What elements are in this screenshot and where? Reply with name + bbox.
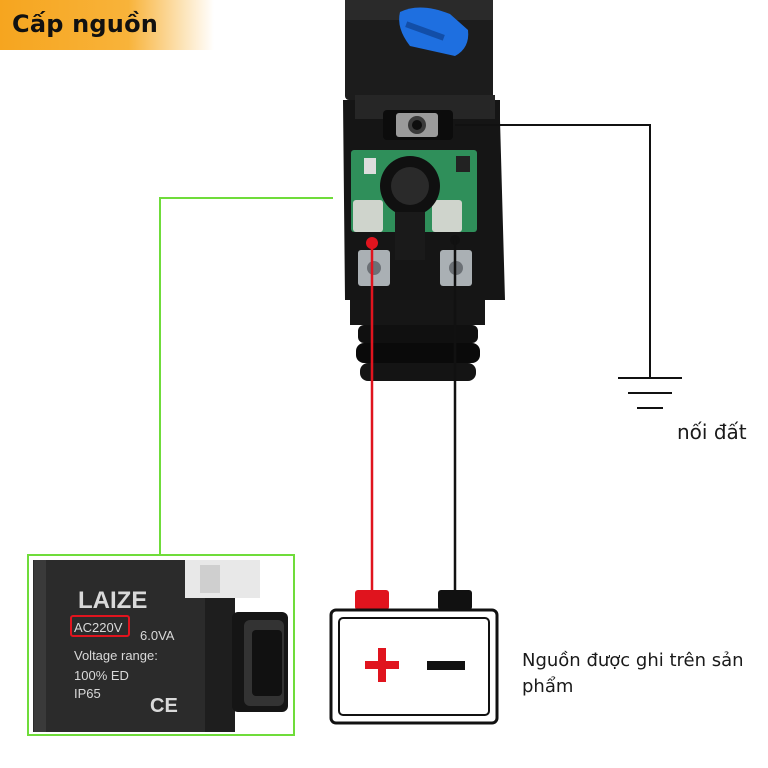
connector-housing	[343, 95, 505, 381]
title-badge	[0, 0, 214, 50]
power-text: 6.0VA	[140, 628, 175, 643]
ground-wire	[455, 124, 682, 409]
callout-line	[159, 197, 333, 555]
battery-icon	[329, 590, 499, 725]
product-label-inset: LAIZE AC220V 6.0VA Voltage range: 100% E…	[27, 554, 295, 736]
ip-rating-text: IP65	[74, 686, 101, 701]
solenoid-coil-body	[345, 0, 493, 100]
brand-text: LAIZE	[78, 587, 147, 614]
power-source-label: Nguồn được ghi trên sản phẩm	[522, 650, 744, 697]
page-title: Cấp nguồn	[12, 10, 159, 38]
rating-highlight	[70, 615, 130, 637]
rating-text: AC220V	[74, 620, 123, 635]
ground-label: nối đất	[677, 420, 747, 444]
ce-mark: CE	[150, 695, 178, 717]
duty-text: 100% ED	[74, 668, 129, 683]
voltage-range-text: Voltage range:	[74, 648, 158, 663]
